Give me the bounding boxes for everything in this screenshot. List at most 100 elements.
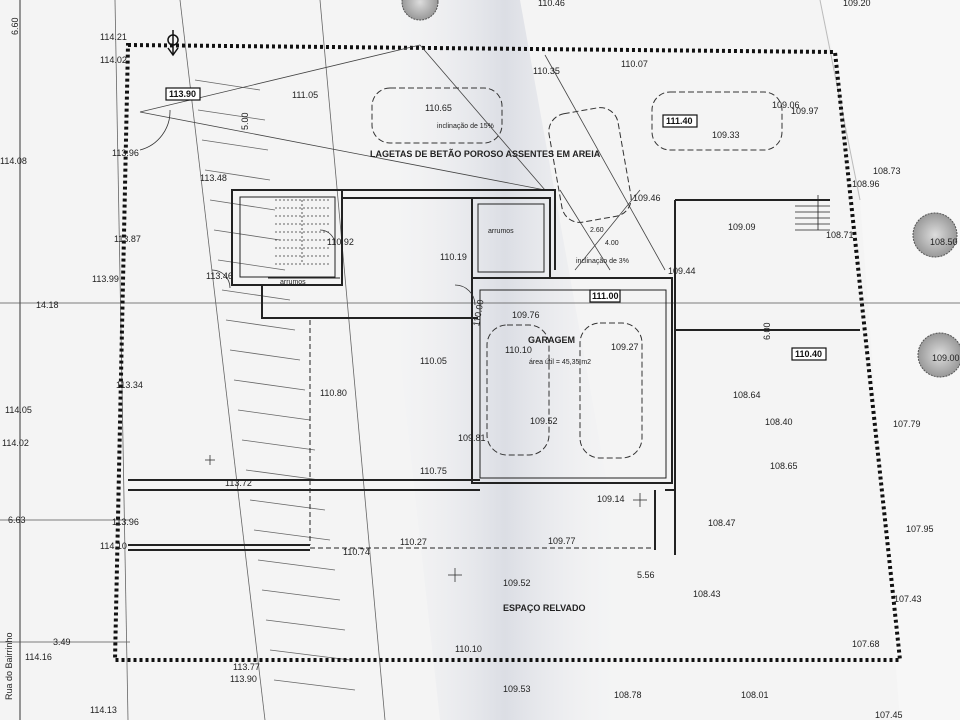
spot-elevation: 113.34 [116,380,143,390]
spot-elevation: 114.08 [0,156,27,166]
dim-556: 5.56 [637,570,655,580]
spot-elevation: 109.44 [668,266,696,276]
paving-note: LAGETAS DE BETÃO POROSO ASSENTES EM AREI… [370,149,601,159]
spot-elevation: 114.16 [25,652,52,662]
ramp-outline-diag [548,107,632,223]
spot-elevation: 114.21 [100,32,127,42]
spot-elevation: 109.14 [597,494,625,504]
crosshair-marks [205,455,647,582]
spot-elevation: 107.79 [893,419,921,429]
dim-500: 5.00 [240,112,250,130]
dim-260: 2.60 [590,227,604,234]
spot-elevation: 107.43 [894,594,922,604]
level-box-upper-ramp: 111.40 [662,114,698,128]
dim-663: 6.63 [8,515,26,525]
spot-elevation: 108.43 [693,589,721,599]
dim-349: 3.49 [53,637,71,647]
dim-660: 6.60 [10,17,20,35]
spot-elevation: 111.05 [292,90,318,100]
spot-elevation: 113.77 [233,662,260,672]
dim-1418: 14.18 [36,300,59,310]
exterior-stairs [795,195,830,231]
spot-elevation: 109.09 [728,222,756,232]
door-swing-4 [319,229,336,246]
spot-elevation: 109.33 [712,130,740,140]
spot-elevation: 113.90 [230,674,257,684]
spot-elevation: 107.95 [906,524,934,534]
level-box-garden: 110.40 [791,347,827,361]
spot-elevation: 114.02 [100,55,127,65]
spot-elevation: 110.35 [533,66,560,76]
tree-symbols [401,0,960,378]
garage-car-right [579,322,643,459]
spot-elevation: 109.52 [530,416,558,426]
spot-elevation: 110.05 [420,356,447,366]
garage-title: GARAGEM [528,335,575,345]
spot-elevation: 110.10 [505,345,532,355]
spot-elevation: 113.96 [112,148,139,158]
spot-elevation: 108.47 [708,518,736,528]
spot-elevation: 110.00 [471,299,486,327]
spot-elevation: 108.01 [741,690,769,700]
spot-elevation: 109.76 [512,310,540,320]
spot-elevation: 113.99 [92,274,119,284]
spot-elevation: 109.00 [932,353,960,363]
spot-elevation: 108.40 [765,417,793,427]
spot-elevation: 110.74 [343,547,370,557]
level-garden-text: 110.40 [795,349,822,359]
dim-400: 4.00 [605,240,619,247]
spot-elevation: 109.81 [458,433,486,443]
spot-elevation: 109.46 [633,193,661,203]
lawn-note: ESPAÇO RELVADO [503,603,586,613]
spot-elevation: 113.72 [225,478,252,488]
door-swing-3 [454,284,476,306]
spot-elevation: 108.65 [770,461,798,471]
spot-elevation: 109.77 [548,536,576,546]
spot-elevation: 109.27 [611,342,639,352]
level-entrance-text: 113.90 [169,89,196,99]
spot-elevation: 110.75 [420,466,447,476]
storage-label-1: arrumos [488,228,514,235]
upper-right-sheet [820,0,960,720]
dim-600: 6.00 [762,322,772,340]
spot-elevation: 113.46 [206,271,233,281]
level-garage-text: 111.00 [592,291,619,301]
fold-shadow [360,0,650,720]
spot-elevation: 110.65 [425,103,452,113]
spot-elevation: 109.53 [503,684,531,694]
access-lines [139,44,666,271]
spot-elevation: 109.97 [791,106,819,116]
stairs [275,199,330,265]
spot-elevation: 108.71 [826,230,854,240]
spot-elevation: 114.10 [100,541,127,551]
storage-label-2: arrumos [280,279,306,286]
spot-elevation: 114.05 [5,405,32,415]
spot-elevation: 107.68 [852,639,880,649]
spot-elevation: 110.19 [440,252,467,262]
garage-car-left [486,324,550,456]
ramp-outline-right [651,91,783,151]
street-hatching [114,0,386,720]
spot-elevation: 113.87 [114,234,141,244]
level-box-garage: 111.00 [589,289,621,303]
level-box-entrance: 113.90 [165,87,201,101]
spot-elevation: 113.48 [200,173,227,183]
spot-elevation: 107.45 [875,710,903,720]
spot-elevation: 110.80 [320,388,347,398]
spot-elevation: 114.13 [90,705,117,715]
spot-elevation: 109.20 [843,0,871,8]
spot-elevation: 109.06 [772,100,800,110]
level-upper-ramp-text: 111.40 [666,116,693,126]
spot-elevation: 110.10 [455,644,482,654]
ramp-outline-left [371,87,503,144]
door-swing-1 [139,109,171,151]
street-name: Rua do Bairrinho [4,632,14,700]
spot-elevation: 108.96 [852,179,880,189]
spot-elevation: 113.96 [112,517,139,527]
spot-elevation: 114.02 [2,438,29,448]
spot-elevation: 110.92 [327,237,354,247]
spot-elevation: 110.27 [400,537,427,547]
spot-elevation: 108.78 [614,690,642,700]
